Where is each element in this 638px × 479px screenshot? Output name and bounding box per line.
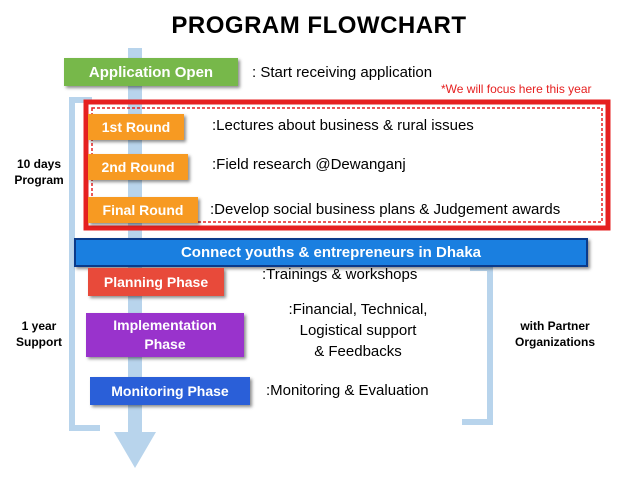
round-box-3: Final Round	[88, 197, 198, 223]
round-description: :Develop social business plans & Judgeme…	[210, 201, 561, 218]
round-description: :Field research @Dewanganj	[212, 156, 406, 173]
phase-description: :Trainings & workshops	[262, 266, 418, 283]
partner-organizations-label: with Partner Organizations	[514, 319, 595, 349]
phase-description: :Monitoring & Evaluation	[266, 382, 429, 399]
application-open-label: Application Open	[88, 63, 214, 81]
round-description: :Lectures about business & rural issues	[212, 117, 474, 134]
main-flow-arrowhead	[114, 432, 156, 468]
planning-phase-box: Planning Phase	[88, 268, 224, 296]
phase-description: :Financial, Technical, Logistical suppor…	[288, 301, 428, 360]
support-duration-label: 1 year Support	[16, 319, 62, 349]
monitoring-phase-box: Monitoring Phase	[90, 377, 250, 405]
application-open-box: Application Open	[64, 58, 238, 86]
implementation-phase-box: Implementation Phase	[86, 313, 244, 357]
program-bracket	[69, 97, 100, 431]
partner-bracket	[462, 265, 493, 425]
application-description: : Start receiving application	[252, 64, 433, 81]
round-box-2: 2nd Round	[88, 154, 188, 180]
connect-banner-label: Connect youths & entrepreneurs in Dhaka	[180, 244, 482, 261]
phase-label: Planning Phase	[103, 274, 209, 290]
phase-label: Implementation Phase	[113, 317, 217, 352]
program-duration-label: 10 days Program	[14, 157, 64, 187]
connect-banner: Connect youths & entrepreneurs in Dhaka	[74, 238, 588, 267]
round-label: Final Round	[102, 202, 184, 218]
phase-label: Monitoring Phase	[111, 383, 229, 399]
focus-frame	[83, 99, 611, 231]
focus-note: *We will focus here this year	[441, 82, 592, 96]
round-box-1: 1st Round	[88, 114, 184, 140]
page-title: PROGRAM FLOWCHART	[171, 12, 467, 39]
round-label: 1st Round	[101, 119, 171, 135]
round-label: 2nd Round	[101, 159, 175, 175]
